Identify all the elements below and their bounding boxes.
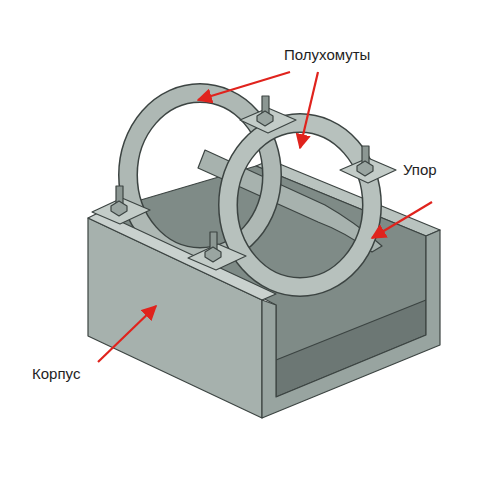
housing-end	[262, 230, 440, 418]
clamp-plate	[92, 198, 150, 224]
leader-arrows	[98, 72, 432, 362]
part-name: Полухомуты	[284, 46, 370, 64]
part-name: Упор	[403, 161, 437, 179]
bolts	[111, 96, 373, 262]
left-flange	[88, 212, 276, 300]
part-name: Корпус	[32, 365, 80, 383]
